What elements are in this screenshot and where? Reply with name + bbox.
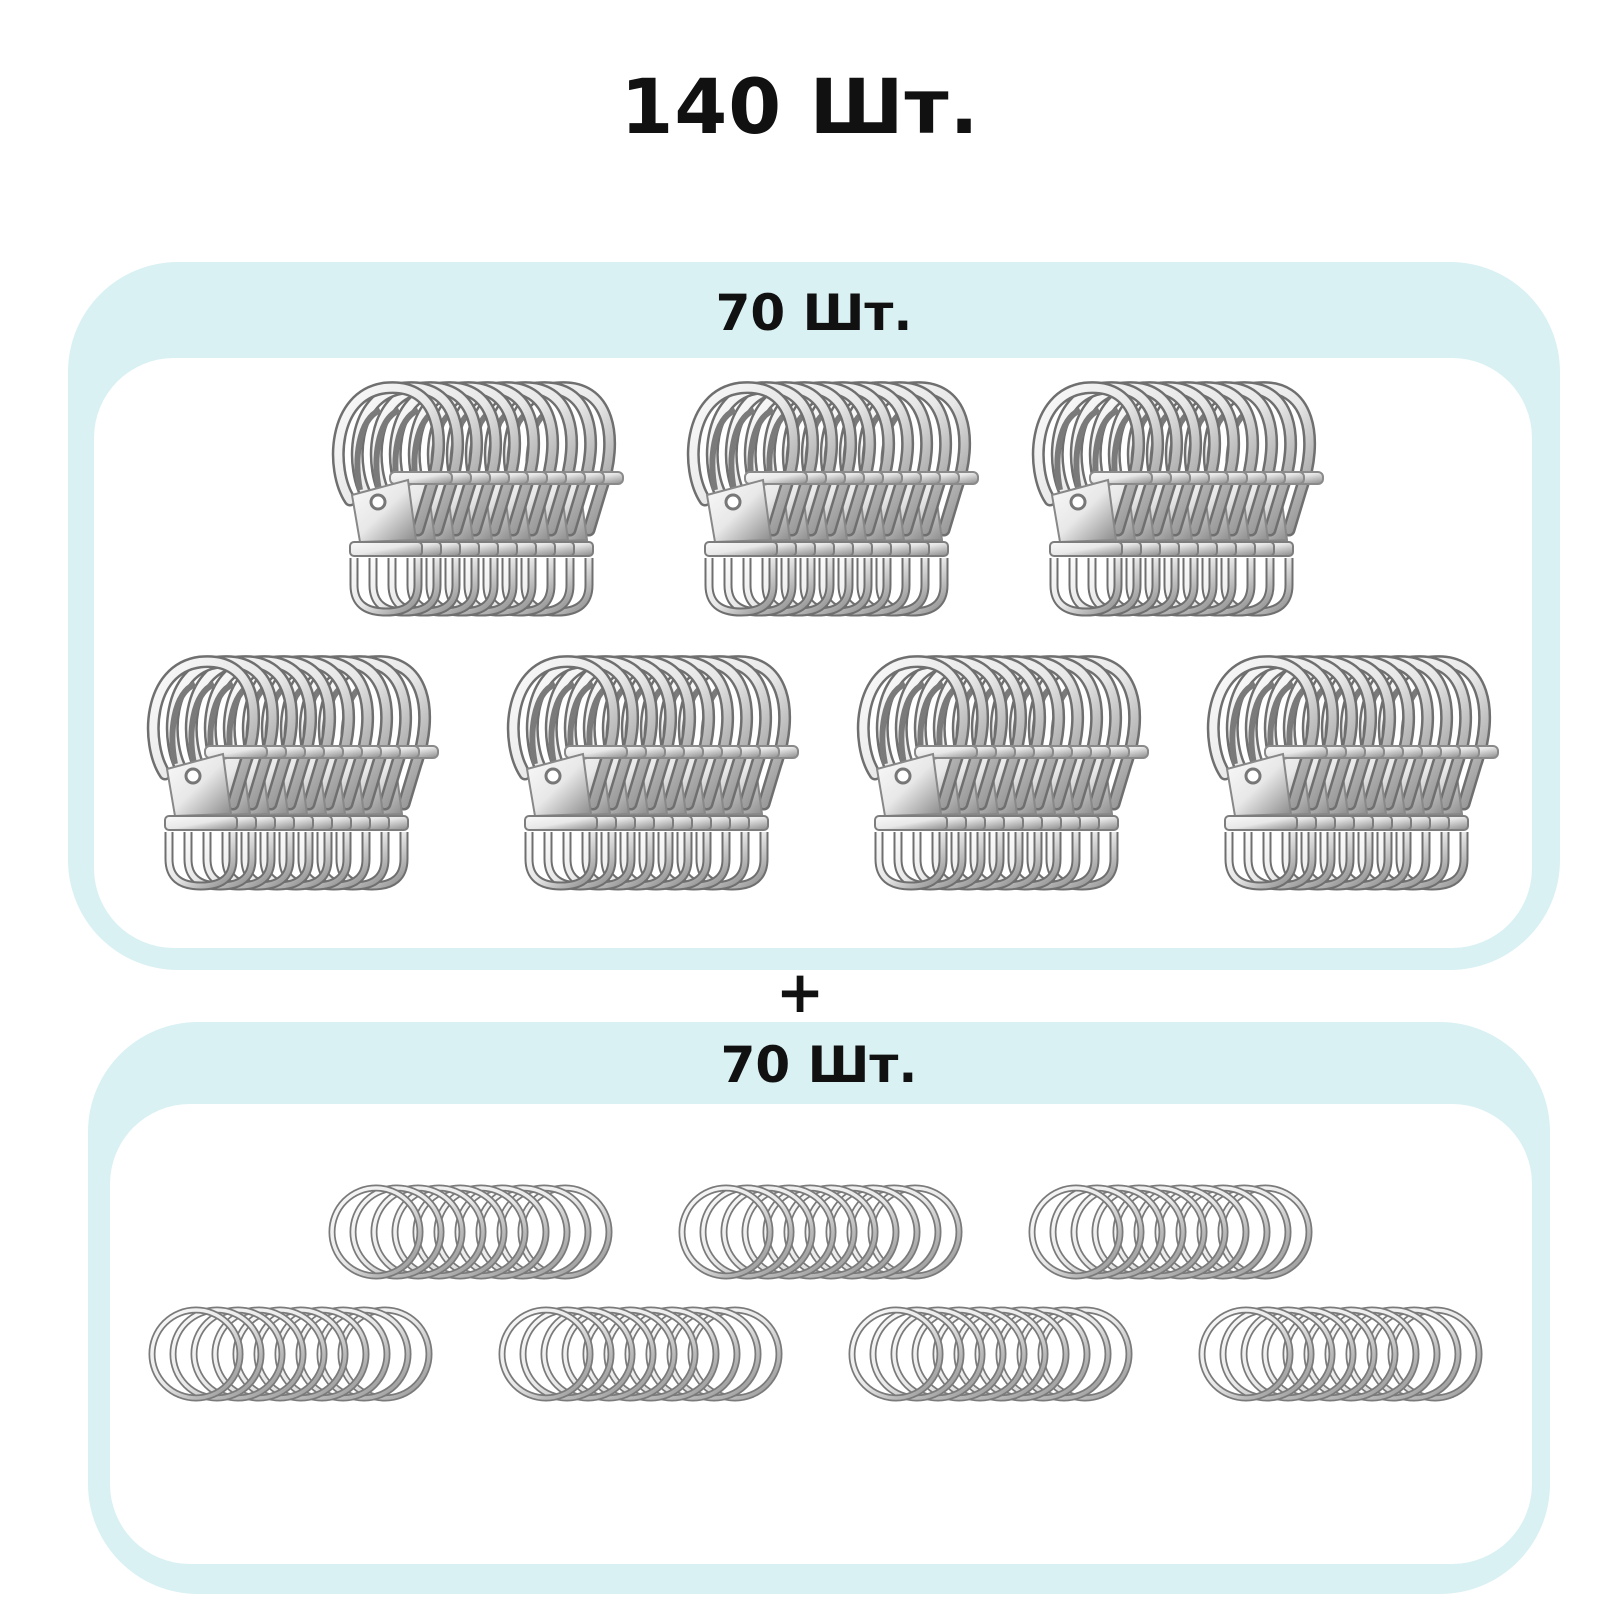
split-ring bbox=[517, 1184, 612, 1280]
split-ring bbox=[1196, 1184, 1291, 1280]
clasps-count-label: 70 Шт. bbox=[715, 284, 913, 342]
split-ring bbox=[496, 1184, 591, 1280]
swivel-clasp bbox=[506, 655, 628, 891]
split-ring bbox=[337, 1306, 432, 1402]
split-ring bbox=[1028, 1184, 1123, 1280]
split-ring bbox=[783, 1184, 878, 1280]
split-ring bbox=[370, 1184, 465, 1280]
split-ring-bundle bbox=[848, 1306, 1132, 1402]
split-ring bbox=[1070, 1184, 1165, 1280]
split-ring bbox=[804, 1184, 899, 1280]
split-ring bbox=[687, 1306, 782, 1402]
split-ring bbox=[1198, 1306, 1293, 1402]
swivel-clasp-bundle bbox=[331, 381, 624, 617]
swivel-clasp bbox=[331, 381, 453, 617]
split-ring bbox=[1366, 1306, 1461, 1402]
split-ring bbox=[869, 1306, 964, 1402]
split-ring bbox=[454, 1184, 549, 1280]
split-ring bbox=[678, 1184, 773, 1280]
split-ring bbox=[741, 1184, 836, 1280]
split-ring bbox=[846, 1184, 941, 1280]
split-ring bbox=[295, 1306, 390, 1402]
plus-sign: + bbox=[775, 958, 825, 1026]
split-ring bbox=[645, 1306, 740, 1402]
split-ring bbox=[211, 1306, 306, 1402]
split-ring bbox=[699, 1184, 794, 1280]
split-ring bbox=[519, 1306, 614, 1402]
rings-count-label: 70 Шт. bbox=[720, 1036, 918, 1094]
swivel-clasp bbox=[146, 655, 268, 891]
split-ring bbox=[1324, 1306, 1419, 1402]
split-ring bbox=[953, 1306, 1048, 1402]
split-ring bbox=[1037, 1306, 1132, 1402]
split-ring bbox=[1133, 1184, 1228, 1280]
split-ring bbox=[720, 1184, 815, 1280]
split-ring bbox=[232, 1306, 327, 1402]
split-ring bbox=[433, 1184, 528, 1280]
split-ring bbox=[328, 1184, 423, 1280]
split-ring-bundle bbox=[1198, 1306, 1482, 1402]
split-ring bbox=[316, 1306, 411, 1402]
split-ring bbox=[666, 1306, 761, 1402]
split-ring bbox=[974, 1306, 1069, 1402]
swivel-clasp-bundle bbox=[686, 381, 979, 617]
split-ring bbox=[1219, 1306, 1314, 1402]
split-ring bbox=[848, 1306, 943, 1402]
split-ring bbox=[169, 1306, 264, 1402]
split-ring bbox=[1016, 1306, 1111, 1402]
split-ring bbox=[498, 1306, 593, 1402]
split-ring bbox=[890, 1306, 985, 1402]
swivel-clasp-bundle bbox=[856, 655, 1149, 891]
split-ring-bundle bbox=[148, 1306, 432, 1402]
split-ring bbox=[540, 1306, 635, 1402]
split-ring bbox=[825, 1184, 920, 1280]
split-ring-bundle bbox=[328, 1184, 612, 1280]
split-ring bbox=[349, 1184, 444, 1280]
split-ring bbox=[1282, 1306, 1377, 1402]
split-ring bbox=[148, 1306, 243, 1402]
split-ring bbox=[190, 1306, 285, 1402]
split-ring bbox=[932, 1306, 1027, 1402]
split-ring bbox=[1175, 1184, 1270, 1280]
split-ring bbox=[1387, 1306, 1482, 1402]
split-ring-bundle bbox=[1028, 1184, 1312, 1280]
split-ring bbox=[624, 1306, 719, 1402]
split-ring bbox=[274, 1306, 369, 1402]
split-ring bbox=[1303, 1306, 1398, 1402]
swivel-clasp bbox=[686, 381, 808, 617]
split-ring bbox=[391, 1184, 486, 1280]
split-ring bbox=[867, 1184, 962, 1280]
total-count-title: 140 Шт. bbox=[620, 62, 980, 151]
split-ring bbox=[762, 1184, 857, 1280]
split-ring bbox=[1261, 1306, 1356, 1402]
split-ring bbox=[561, 1306, 656, 1402]
swivel-clasp bbox=[1031, 381, 1153, 617]
split-ring-bundle bbox=[498, 1306, 782, 1402]
swivel-clasp-bundle bbox=[1206, 655, 1499, 891]
split-ring bbox=[475, 1184, 570, 1280]
split-ring bbox=[582, 1306, 677, 1402]
split-ring bbox=[253, 1306, 348, 1402]
swivel-clasp bbox=[856, 655, 978, 891]
split-ring bbox=[1091, 1184, 1186, 1280]
split-ring bbox=[1154, 1184, 1249, 1280]
swivel-clasp-bundle bbox=[1031, 381, 1324, 617]
swivel-clasp-bundle bbox=[146, 655, 439, 891]
split-ring-bundle bbox=[678, 1184, 962, 1280]
split-ring bbox=[1345, 1306, 1440, 1402]
split-ring bbox=[1049, 1184, 1144, 1280]
swivel-clasp-bundle bbox=[506, 655, 799, 891]
split-ring bbox=[603, 1306, 698, 1402]
split-ring bbox=[1240, 1306, 1335, 1402]
split-ring bbox=[995, 1306, 1090, 1402]
split-ring bbox=[412, 1184, 507, 1280]
swivel-clasp bbox=[1206, 655, 1328, 891]
split-ring bbox=[1217, 1184, 1312, 1280]
split-ring bbox=[911, 1306, 1006, 1402]
split-ring bbox=[1112, 1184, 1207, 1280]
